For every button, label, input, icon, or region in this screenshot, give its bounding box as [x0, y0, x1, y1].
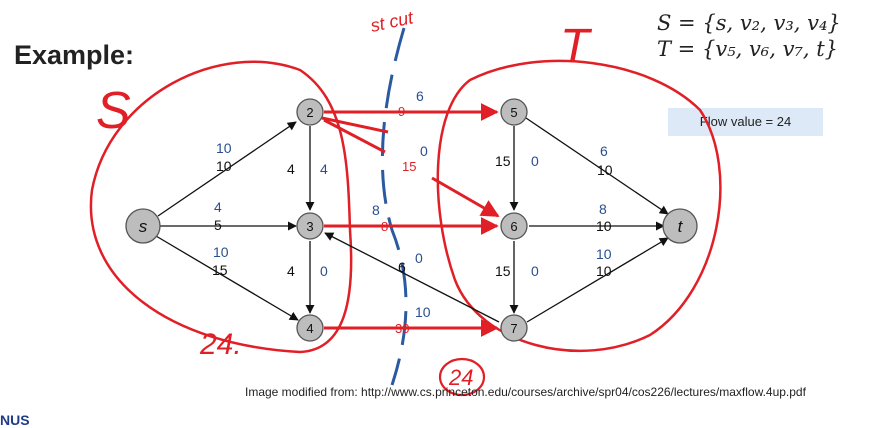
label-s4-cap: 15: [212, 262, 228, 278]
label-26-flow: 0: [420, 143, 428, 159]
label-7t-cap: 10: [596, 263, 612, 279]
label-6t-cap: 10: [596, 218, 612, 234]
hand-bottom-sum: 24: [448, 365, 473, 390]
set-S: S = {s, v₂, v₃, v₄}: [657, 11, 841, 35]
label-56-flow: 0: [531, 153, 539, 169]
cut-edges: [321, 103, 500, 337]
label-26-cap: 15: [402, 159, 416, 174]
edge-5-t: [525, 117, 669, 215]
hand-left-sum: 24.: [199, 328, 242, 361]
node-5: 5: [500, 98, 528, 126]
set-T: T = {v₅, v₆, v₇, t}: [657, 37, 839, 61]
label-73-cap: 6: [398, 259, 406, 275]
handwriting: S T st cut 24. 24: [96, 7, 593, 390]
label-67-cap: 15: [495, 263, 511, 279]
label-s3-cap: 5: [214, 217, 222, 233]
svg-text:2: 2: [306, 105, 313, 120]
example-heading: Example:: [14, 40, 135, 70]
node-s: s: [125, 208, 161, 244]
label-73-flow: 0: [415, 250, 423, 266]
edge-s-4: [155, 235, 299, 321]
node-t: t: [662, 208, 698, 244]
cut-edge-2-6b: [431, 176, 500, 218]
hand-cut: st cut: [369, 7, 416, 36]
node-4: 4: [296, 314, 324, 342]
label-36-flow: 8: [372, 202, 380, 218]
set-T-circle: [436, 59, 722, 353]
set-S-circle: [89, 60, 353, 354]
svg-text:7: 7: [510, 321, 517, 336]
label-47-cap: 30: [395, 321, 409, 336]
svg-text:s: s: [139, 217, 148, 236]
nus-logo: NUS: [0, 412, 30, 428]
cut-edge-2-6-extra: [321, 116, 389, 134]
hand-sum-circle: [438, 357, 486, 397]
label-23-cap: 4: [287, 161, 295, 177]
label-5t-flow: 6: [600, 143, 608, 159]
nodes: s 2 3 4 5 6 7: [125, 98, 698, 342]
cut-line: [380, 27, 408, 386]
image-credit: Image modified from: http://www.cs.princ…: [245, 385, 806, 399]
label-34-flow: 0: [320, 263, 328, 279]
edge-7-t: [526, 237, 669, 323]
label-25-flow: 6: [416, 88, 424, 104]
label-5t-cap: 10: [597, 162, 613, 178]
label-56-cap: 15: [495, 153, 511, 169]
edge-s-2: [157, 121, 297, 217]
node-6: 6: [500, 212, 528, 240]
label-6t-flow: 8: [599, 201, 607, 217]
label-25-cap: 9: [398, 104, 405, 119]
flow-value-box: Flow value = 24: [668, 108, 823, 136]
node-7: 7: [500, 314, 528, 342]
svg-text:3: 3: [306, 219, 313, 234]
label-s4-flow: 10: [213, 244, 229, 260]
edge-labels: 10 10 4 5 10 15 4 4 4 0 9 6 15 0 8 8 30 …: [212, 88, 613, 336]
hand-S: S: [96, 82, 131, 140]
node-2: 2: [296, 98, 324, 126]
hand-T: T: [560, 20, 593, 73]
set-definitions: S = {s, v₂, v₃, v₄} T = {v₅, v₆, v₇, t}: [657, 10, 841, 62]
label-36-cap: 8: [381, 219, 388, 234]
label-23-flow: 4: [320, 161, 328, 177]
label-7t-flow: 10: [596, 246, 612, 262]
label-34-cap: 4: [287, 263, 295, 279]
edge-7-3: [324, 232, 500, 323]
label-47-flow: 10: [415, 304, 431, 320]
edges: [155, 117, 669, 323]
svg-text:4: 4: [306, 321, 313, 336]
label-67-flow: 0: [531, 263, 539, 279]
label-s2-flow: 10: [216, 140, 232, 156]
cut-edge-2-6a: [323, 118, 386, 154]
svg-text:6: 6: [510, 219, 517, 234]
node-3: 3: [296, 212, 324, 240]
label-s3-flow: 4: [214, 199, 222, 215]
label-s2-cap: 10: [216, 158, 232, 174]
svg-text:t: t: [678, 217, 684, 236]
svg-text:5: 5: [510, 105, 517, 120]
